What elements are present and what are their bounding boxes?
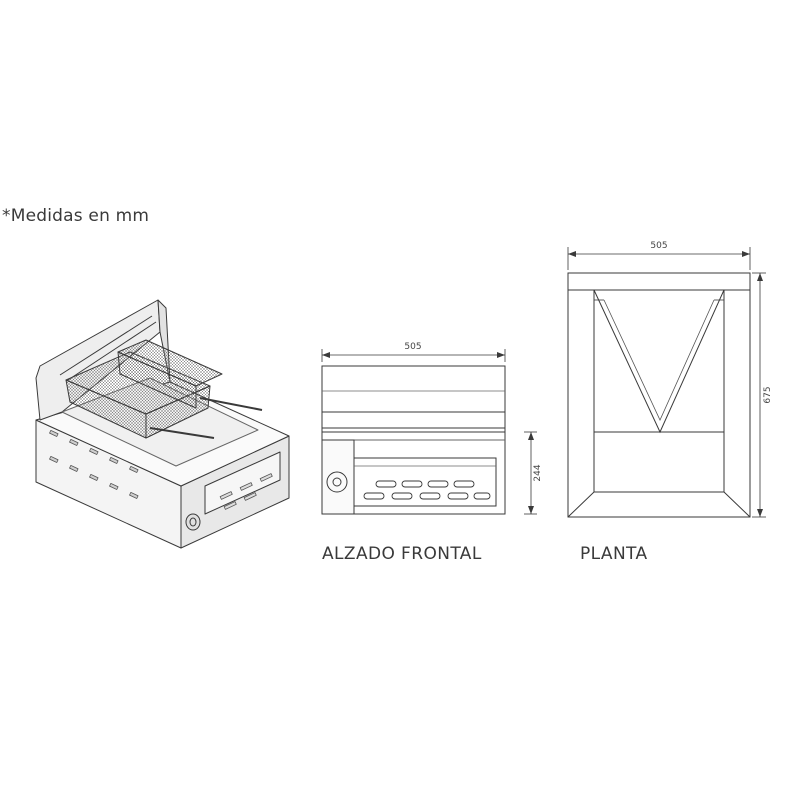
iso-vent-slots (49, 430, 139, 499)
front-vent-slots (363, 480, 491, 500)
iso-basket-right (117, 339, 223, 409)
plan-view-label: PLANTA (580, 544, 648, 564)
front-control-panel (321, 439, 355, 515)
front-width-dim: 505 (404, 342, 421, 352)
plan-depth-dim: 675 (763, 386, 773, 403)
front-splash (321, 365, 506, 433)
plan-width-dim: 505 (650, 241, 667, 251)
iso-handle-right (199, 397, 263, 411)
iso-knob (185, 513, 201, 531)
iso-handle-left (149, 427, 215, 439)
units-note: *Medidas en mm (2, 206, 150, 226)
front-knob (326, 471, 348, 493)
front-height-dim: 244 (533, 464, 543, 481)
front-elevation-label: ALZADO FRONTAL (322, 544, 482, 564)
plan-well (593, 289, 725, 434)
